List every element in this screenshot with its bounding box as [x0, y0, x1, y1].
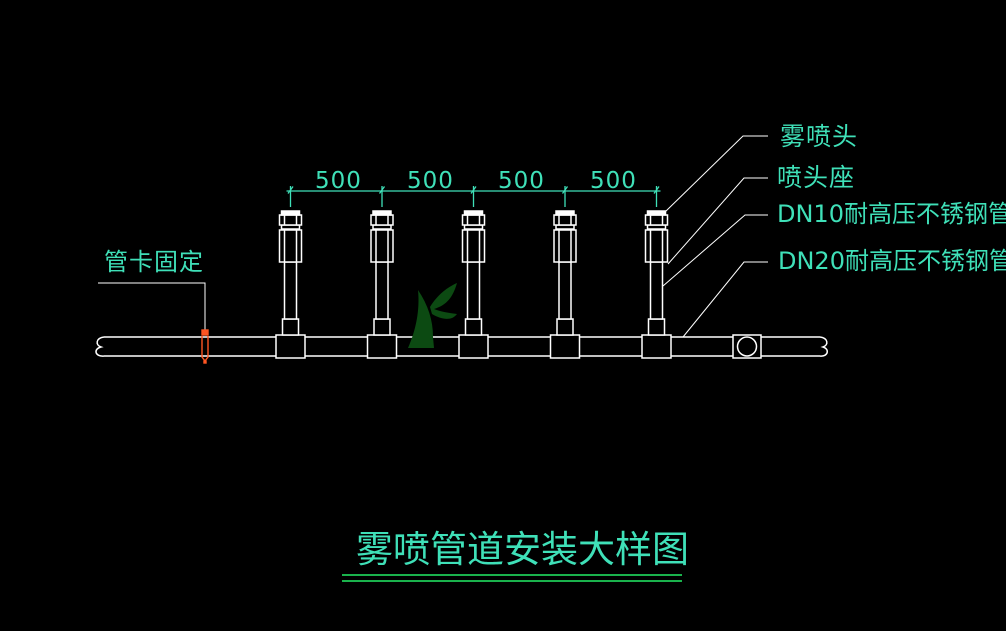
leader-lines — [98, 135, 768, 338]
nozzle-assembly — [366, 210, 398, 359]
nozzle-assembly — [458, 210, 489, 359]
dimension-line — [286, 186, 661, 207]
nozzle-assembly — [275, 210, 306, 359]
label-mist-nozzle: 雾喷头 — [780, 122, 859, 151]
watermark-logo-icon — [408, 283, 457, 348]
label-nozzle-seat: 喷头座 — [777, 163, 856, 192]
dimension-text-1: 500 — [315, 168, 362, 194]
dimension-text-4: 500 — [590, 168, 637, 194]
label-dn10-pipe: DN10耐高压不锈钢管 — [777, 200, 1006, 228]
nozzle-assemblies — [275, 210, 672, 359]
union-fitting — [732, 334, 762, 359]
nozzle-assembly — [641, 210, 672, 359]
label-pipe-clamp: 管卡固定 — [104, 248, 204, 276]
dimension-text-3: 500 — [498, 168, 545, 194]
dimension-text-2: 500 — [407, 168, 454, 194]
nozzle-assembly — [549, 210, 581, 359]
label-dn20-pipe: DN20耐高压不锈钢管 — [778, 247, 1006, 275]
drawing-title: 雾喷管道安装大样图 — [356, 528, 689, 571]
title-underline — [342, 574, 682, 582]
pipe-clamp — [201, 329, 209, 364]
